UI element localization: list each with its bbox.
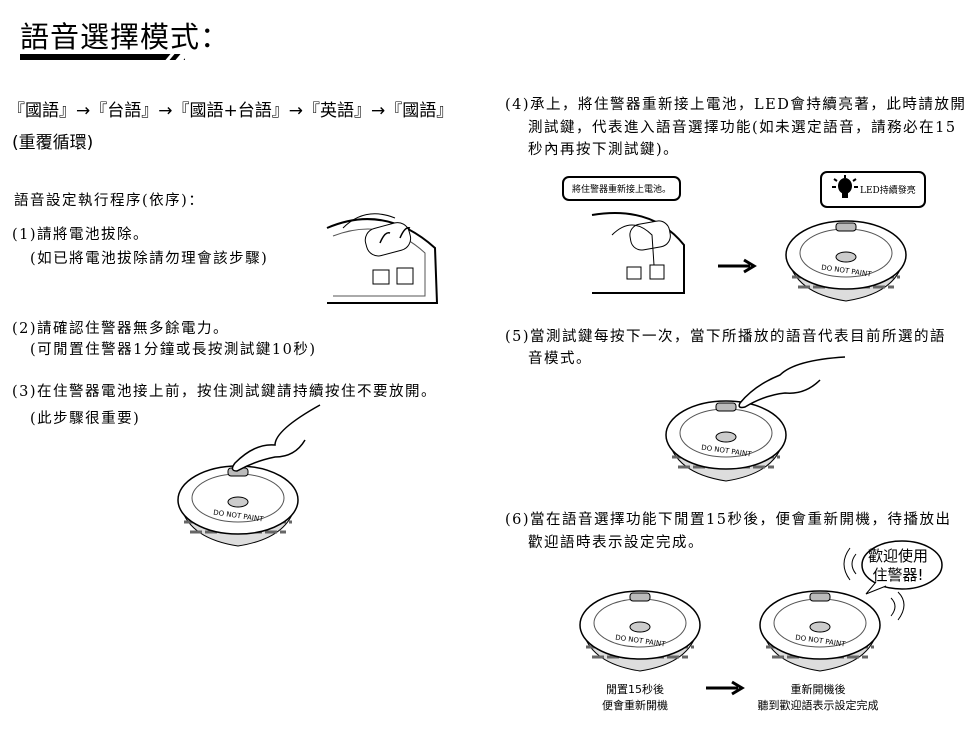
caption-idle: 閒置15秒後便會重新開機 [590, 682, 680, 714]
step-6: (6)當在語音選擇功能下閒置15秒後，便會重新開機，待播放出 [505, 512, 952, 528]
callout-led-text: LED持續發亮 [860, 186, 916, 196]
welcome-line-1: 歡迎使用 [868, 547, 929, 565]
alarm-device-step4: DO NOT PAINT [784, 215, 908, 309]
step-2: (2)請確認住警器無多餘電力。 [12, 321, 230, 337]
welcome-speech-bubble [843, 540, 943, 621]
caption-restart-line1: 重新開機後 [790, 683, 846, 696]
step-5: (5)當測試鍵每按下一次，當下所播放的語音代表目前所選的語 [505, 329, 947, 345]
callout-led-on: LED持續發亮 [820, 171, 926, 208]
alarm-device-step5: DO NOT PAINT [664, 395, 788, 489]
step-1-note: (如已將電池拔除請勿理會該步驟) [30, 251, 269, 267]
callout-reconnect-battery: 將住警器重新接上電池。 [562, 176, 682, 201]
battery-reconnect-illustration [591, 212, 685, 294]
step-6-line2: 歡迎語時表示設定完成。 [528, 535, 704, 551]
battery-removal-illustration [326, 213, 439, 304]
alarm-device-restart: DO NOT PAINT [758, 585, 882, 679]
welcome-message: 歡迎使用住警器! [868, 547, 928, 585]
title-underline [20, 54, 185, 60]
alarm-device-idle: DO NOT PAINT [578, 585, 702, 679]
caption-idle-line1: 閒置15秒後 [606, 683, 664, 696]
caption-restart-line2: 聽到歡迎語表示設定完成 [757, 699, 879, 712]
step-3: (3)在住警器電池接上前，按住測試鍵請持續按住不要放開。 [12, 384, 438, 400]
procedure-heading: 語音設定執行程序(依序)： [14, 193, 205, 209]
welcome-line-2: 住警器! [872, 566, 924, 584]
pressing-hand [231, 404, 321, 472]
arrow-right-icon [706, 680, 745, 696]
alarm-device-step3: DO NOT PAINT [176, 460, 300, 554]
page-title: 語音選擇模式： [20, 20, 231, 54]
step-2-note: (可閒置住警器1分鐘或長按測試鍵10秒) [30, 342, 317, 358]
step-4-line3: 秒內再按下測試鍵)。 [528, 142, 680, 158]
pressing-hand [738, 356, 846, 409]
step-3-note: (此步驟很重要) [30, 411, 141, 427]
mode-loop-note: (重覆循環) [12, 133, 94, 153]
step-4-line2: 測試鍵，代表進入語音選擇功能(如未選定語音，請務必在15 [528, 120, 957, 136]
caption-idle-line2: 便會重新開機 [602, 699, 668, 712]
step-1: (1)請將電池拔除。 [12, 227, 150, 243]
arrow-right-icon [718, 258, 757, 274]
step-4: (4)承上，將住警器重新接上電池，LED會持續亮著，此時請放開 [505, 97, 967, 113]
light-bulb-icon [832, 175, 858, 198]
mode-sequence: 『國語』→『台語』→『國語+台語』→『英語』→『國語』 [8, 101, 454, 121]
caption-restart: 重新開機後聽到歡迎語表示設定完成 [748, 682, 888, 714]
step-5-line2: 音模式。 [528, 351, 592, 367]
